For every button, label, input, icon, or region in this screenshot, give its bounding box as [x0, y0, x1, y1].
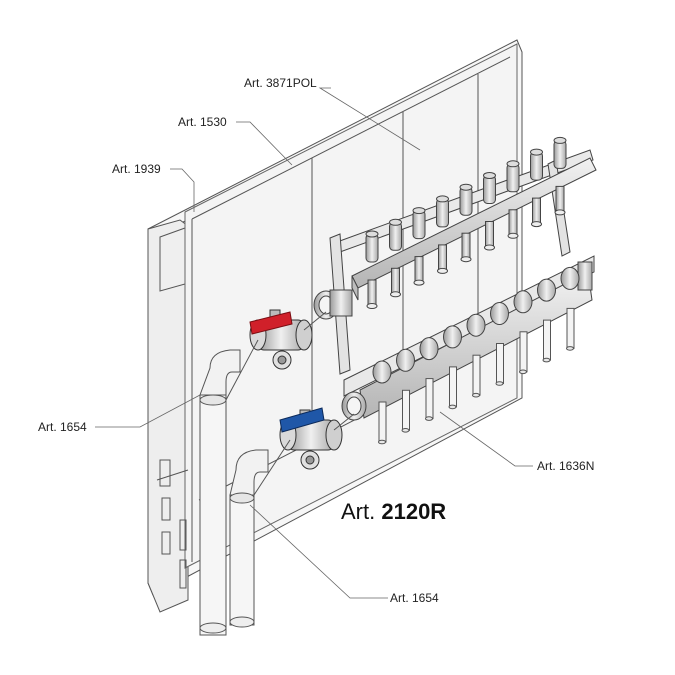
- article-title-number: 2120R: [381, 499, 447, 524]
- return-valve: [396, 348, 415, 433]
- red-ball-valve: [249, 309, 313, 370]
- flow-meter: [365, 230, 379, 309]
- flow-meter: [530, 148, 543, 228]
- return-valve: [490, 302, 509, 386]
- leader-art-1636n: [439, 411, 533, 467]
- return-valve: [560, 266, 580, 351]
- callout-leaders: [95, 87, 533, 599]
- return-valve: [372, 360, 392, 445]
- callout-art-1530: Art. 1530: [178, 115, 227, 129]
- leader-art-3871pol: [318, 87, 421, 151]
- article-title-prefix: Art.: [341, 499, 376, 524]
- return-valve: [513, 290, 533, 375]
- callout-art-1636n: Art. 1636N: [537, 459, 595, 473]
- return-valve: [419, 337, 439, 421]
- flow-meters: [365, 136, 567, 309]
- return-valve: [537, 278, 556, 363]
- flow-meter: [553, 136, 567, 216]
- flow-meter: [436, 195, 449, 274]
- flow-meter: [459, 183, 473, 263]
- flow-meter: [483, 172, 496, 251]
- return-valves: [372, 266, 580, 445]
- inlet-pipes: [199, 311, 355, 636]
- return-valve: [466, 313, 486, 398]
- callout-art-1654-lower: Art. 1654: [390, 591, 439, 605]
- leader-art-1530: [236, 121, 293, 166]
- callout-art-1654-upper: Art. 1654: [38, 420, 87, 434]
- callout-art-3871pol: Art. 3871POL: [244, 76, 317, 90]
- flow-meter: [389, 218, 402, 298]
- leader-art-1939: [170, 168, 195, 212]
- blue-ball-valve: [279, 407, 343, 470]
- article-title: Art. 2120R: [341, 499, 446, 525]
- leader-art-1654-upper: [95, 394, 201, 428]
- callout-art-1939: Art. 1939: [112, 162, 161, 176]
- return-valve: [443, 325, 462, 410]
- flow-meter: [412, 207, 426, 286]
- leader-art-1654-lower: [249, 504, 388, 599]
- flow-meter: [506, 160, 520, 239]
